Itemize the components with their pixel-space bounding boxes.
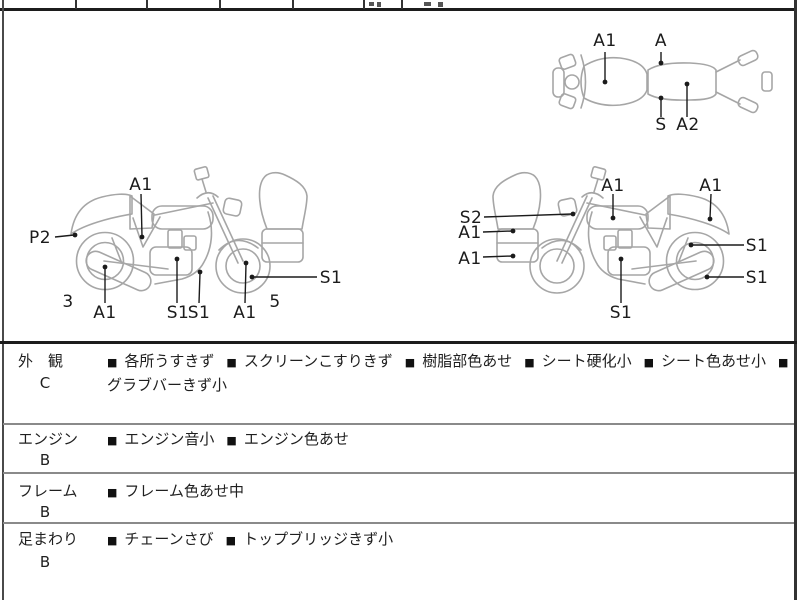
damage-diagram-canvas: A1 P2 3 A1 S1 S1 A1 5 S1 S2 A1 A1 A1 (29, 31, 773, 323)
annotation-label: S2 (460, 208, 483, 228)
annotation-label: A1 (129, 175, 152, 195)
bullet-icon: ■ (226, 356, 237, 369)
condition-row-engine: エンジン B ■ エンジン音小 ■ エンジン色あせ (4, 425, 794, 472)
left-mirror (558, 53, 577, 70)
defect-item: エンジン音小 (124, 430, 215, 448)
left-bike-annotations: A1 P2 3 A1 S1 S1 A1 5 S1 (29, 175, 342, 323)
clipped-text-fragment (424, 2, 431, 6)
category-label: 外 観 (18, 352, 64, 370)
bullet-icon: ■ (107, 434, 118, 447)
grade-value: B (39, 503, 51, 521)
fuel-tank-top (580, 56, 648, 107)
seat-top (647, 62, 717, 101)
column-divider (363, 0, 365, 9)
defect-item: 各所うすきず (124, 352, 215, 370)
defect-items: ■ フレーム色あせ中 (107, 480, 799, 504)
column-divider (146, 0, 148, 9)
annotation-label: A (655, 31, 667, 51)
annotation-label: S1 (746, 268, 769, 288)
grade-value: C (39, 374, 51, 392)
annotation-label: S1 (746, 236, 769, 256)
tail-light (761, 71, 773, 92)
header-bottom-border (0, 8, 797, 11)
row-divider (3, 423, 794, 425)
annotation-label: S1 (320, 268, 343, 288)
defect-item: スクリーンこすりきず (243, 352, 393, 370)
annotation-label: A1 (93, 303, 116, 323)
annotation-label: A2 (676, 115, 699, 135)
bullet-icon: ■ (404, 356, 416, 369)
bullet-icon: ■ (643, 356, 655, 369)
annotation-label: A1 (699, 176, 722, 196)
rear-frame-lines (715, 59, 741, 105)
sheet-right-border (794, 0, 797, 600)
annotation-label: A1 (458, 223, 481, 243)
defect-item: シート硬化小 (541, 352, 632, 370)
annotation-label: 5 (269, 292, 280, 312)
grade-value: B (39, 451, 51, 469)
condition-row-frame: フレーム B ■ フレーム色あせ中 (4, 474, 794, 522)
handlebar-top (580, 54, 587, 109)
bullet-icon: ■ (107, 356, 118, 369)
clipped-text-fragment (369, 2, 374, 6)
grade-value: B (39, 553, 51, 571)
front-wheel-top (552, 67, 565, 98)
column-divider (292, 0, 294, 9)
bullet-icon: ■ (226, 434, 237, 447)
sheet-left-border (2, 0, 4, 600)
annotation-label: A1 (458, 249, 481, 269)
annotation-label: A1 (601, 176, 624, 196)
rear-peg-right (737, 96, 759, 114)
defect-item: フレーム色あせ中 (124, 482, 244, 500)
bullet-icon: ■ (107, 534, 118, 547)
clipped-text-fragment (438, 2, 443, 7)
defect-item: グラブバーきず小 (107, 376, 228, 394)
clipped-text-fragment (377, 2, 381, 7)
defect-item: チェーンさび (124, 530, 214, 548)
annotation-label: S1 (188, 303, 211, 323)
defect-item: 樹脂部色あせ (422, 352, 513, 370)
defect-items: ■ エンジン音小 ■ エンジン色あせ (107, 428, 799, 452)
row-divider (3, 522, 794, 524)
top-view-sketch (552, 49, 773, 114)
defect-items: ■ チェーンさび ■ トップブリッジきず小 (107, 528, 799, 552)
annotation-label: S (655, 115, 666, 135)
column-divider (219, 0, 221, 9)
category-label: エンジン (18, 430, 79, 448)
right-bike-annotations: S2 A1 A1 A1 A1 S1 S1 S1 (458, 176, 768, 323)
annotation-label: A1 (593, 31, 616, 51)
annotation-label: S1 (610, 303, 633, 323)
annotation-label: 3 (62, 292, 73, 312)
annotation-label: A1 (233, 303, 256, 323)
top-view-annotations: A1 A S A2 (593, 31, 699, 135)
defect-items: ■ 各所うすきず ■ スクリーンこすりきず ■ 樹脂部色あせ ■ シート硬化小 ■ シート色あせ小… (107, 350, 799, 396)
row-divider (3, 472, 794, 474)
defect-item: エンジン色あせ (243, 430, 349, 448)
bullet-icon: ■ (778, 356, 789, 369)
rear-peg-left (737, 49, 759, 67)
annotation-label: P2 (29, 228, 51, 248)
defect-item: シート色あせ小 (661, 352, 767, 370)
right-mirror (558, 93, 577, 110)
bullet-icon: ■ (225, 534, 237, 547)
category-label: 足まわり (18, 530, 79, 548)
bullet-icon: ■ (107, 486, 118, 499)
annotation-label: S1 (167, 303, 190, 323)
condition-row-undercarriage: 足まわり B ■ チェーンさび ■ トップブリッジきず小 (4, 524, 794, 600)
bullet-icon: ■ (524, 356, 535, 369)
steering-head (564, 74, 580, 90)
left-bike-sketch (70, 165, 308, 295)
table-top-border (0, 341, 797, 344)
column-divider (401, 0, 403, 9)
category-label: フレーム (18, 482, 78, 500)
column-divider (75, 0, 77, 9)
defect-item: トップブリッジきず小 (243, 530, 394, 548)
condition-row-exterior: 外 観 C ■ 各所うすきず ■ スクリーンこすりきず ■ 樹脂部色あせ ■ シート硬化小 ■ シ… (4, 344, 794, 423)
